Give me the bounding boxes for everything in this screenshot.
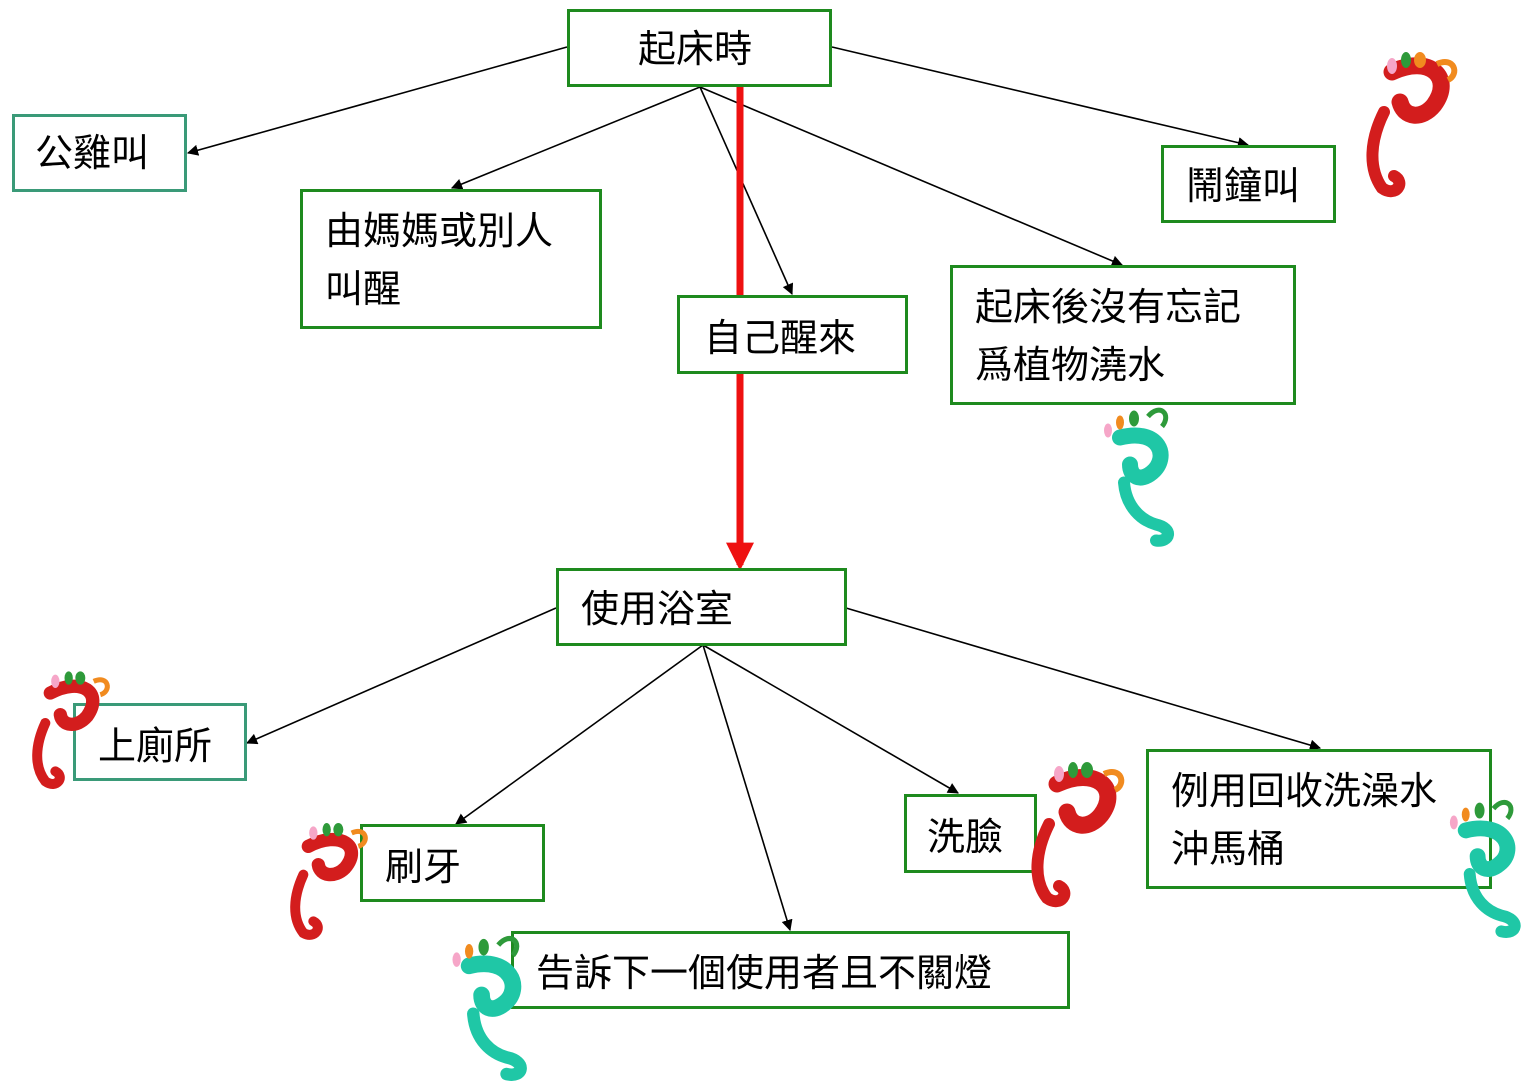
node-face: 洗臉 xyxy=(904,794,1037,873)
arrow-to-tell xyxy=(702,644,793,932)
node-rooster-label: 公雞叫 xyxy=(35,131,150,175)
arrow-to-face xyxy=(702,644,959,794)
node-self-wake: 自己醒來 xyxy=(677,295,908,374)
node-mother-line-1: 由媽媽或別人 xyxy=(325,209,554,253)
node-water-plants: 起床後沒有忘記 爲植物澆水 xyxy=(950,265,1296,405)
node-brush: 刷牙 xyxy=(360,824,545,902)
node-tell-next-label: 告訴下一個使用者且不關燈 xyxy=(536,951,993,995)
arrow-to-mother xyxy=(450,86,701,190)
footprint-icon xyxy=(1449,800,1521,938)
arrow-to-reuse xyxy=(845,607,1322,751)
node-mother-line-2: 叫醒 xyxy=(325,267,402,311)
footprint-icon xyxy=(452,936,527,1081)
node-rooster: 公雞叫 xyxy=(12,114,187,192)
node-bathroom: 使用浴室 xyxy=(556,568,847,646)
node-get-up-label: 起床時 xyxy=(638,27,753,71)
arrow-to-rooster xyxy=(186,46,568,156)
node-mother: 由媽媽或別人 叫醒 xyxy=(300,189,602,329)
footprint-icon xyxy=(290,823,368,940)
arrow-to-brush xyxy=(455,644,704,825)
footprint-icon xyxy=(1031,762,1125,908)
footprint-icon xyxy=(1366,52,1458,198)
node-face-label: 洗臉 xyxy=(927,815,1004,859)
node-reuse-water: 例用回收洗澡水 沖馬桶 xyxy=(1146,749,1492,889)
node-reuse-water-line-2: 沖馬桶 xyxy=(1171,827,1286,871)
node-toilet: 上廁所 xyxy=(73,703,247,781)
arrow-to-self xyxy=(699,86,794,296)
node-self-wake-label: 自己醒來 xyxy=(704,316,857,360)
node-brush-label: 刷牙 xyxy=(385,845,462,889)
node-water-plants-line-2: 爲植物澆水 xyxy=(975,343,1166,387)
node-alarm-label: 鬧鐘叫 xyxy=(1186,164,1301,208)
node-get-up: 起床時 xyxy=(567,9,832,87)
arrow-to-alarm xyxy=(831,46,1250,149)
footprint-icon xyxy=(32,671,110,789)
node-reuse-water-line-1: 例用回收洗澡水 xyxy=(1171,769,1438,813)
arrow-to-water-plants xyxy=(699,86,1124,267)
arrow-to-toilet xyxy=(245,607,557,745)
node-bathroom-label: 使用浴室 xyxy=(581,587,734,631)
node-tell-next: 告訴下一個使用者且不關燈 xyxy=(511,931,1070,1009)
node-alarm: 鬧鐘叫 xyxy=(1161,145,1336,223)
node-toilet-label: 上廁所 xyxy=(98,724,213,768)
footprint-icon xyxy=(1104,407,1174,547)
node-water-plants-line-1: 起床後沒有忘記 xyxy=(975,285,1242,329)
